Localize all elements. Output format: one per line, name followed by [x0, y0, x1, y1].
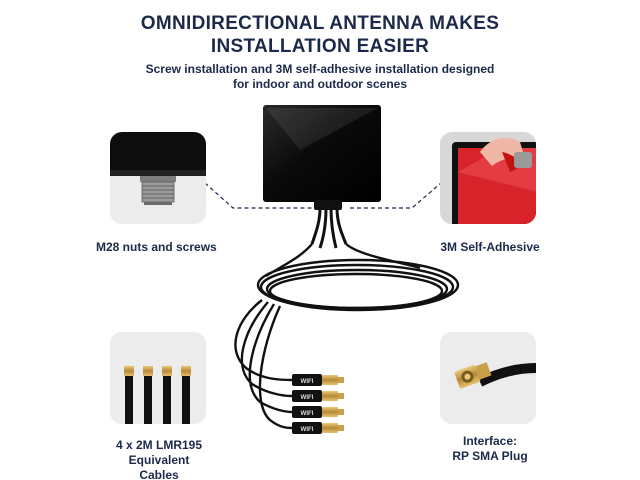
trailing-cables [234, 299, 293, 430]
rp-sma-plug-icon [454, 362, 536, 389]
cables-card [110, 332, 206, 424]
leader-lines [204, 182, 442, 209]
interface-card [440, 332, 536, 424]
interface-label-line-1: Interface: [462, 434, 518, 448]
page-subtitle: Screw installation and 3M self-adhesive … [0, 62, 640, 92]
sma-connectors: WIFI WIFI WIFI WIFI [292, 374, 344, 434]
svg-text:WIFI: WIFI [301, 427, 314, 433]
antenna-icon [263, 105, 381, 249]
subtitle-line-2: for indoor and outdoor scenes [232, 77, 407, 91]
cables-label-line-1: 4 x 2M LMR195 Equivalent [115, 438, 203, 467]
cables-label-line-2: Cables [139, 468, 179, 480]
m28-screw-icon [110, 132, 206, 205]
adhesive-tape-icon [440, 132, 536, 224]
svg-text:WIFI: WIFI [301, 411, 314, 417]
subtitle-line-1: Screw installation and 3M self-adhesive … [145, 62, 495, 76]
svg-text:WIFI: WIFI [301, 395, 314, 401]
m28-nuts-label: M28 nuts and screws [96, 240, 217, 254]
adhesive-card [440, 132, 536, 224]
sma-cable-icon [124, 366, 191, 424]
adhesive-label: 3M Self-Adhesive [440, 240, 540, 254]
title-line-1: OMNIDIRECTIONAL ANTENNA MAKES [140, 13, 500, 34]
m28-nuts-card [110, 132, 206, 224]
page-title: OMNIDIRECTIONAL ANTENNA MAKES INSTALLATI… [0, 12, 640, 58]
svg-text:WIFI: WIFI [301, 379, 314, 385]
interface-label-line-2: RP SMA Plug [452, 449, 528, 463]
cables-label: 4 x 2M LMR195 Equivalent Cables [84, 438, 234, 480]
title-line-2: INSTALLATION EASIER [210, 36, 430, 57]
interface-label: Interface: RP SMA Plug [430, 434, 550, 464]
